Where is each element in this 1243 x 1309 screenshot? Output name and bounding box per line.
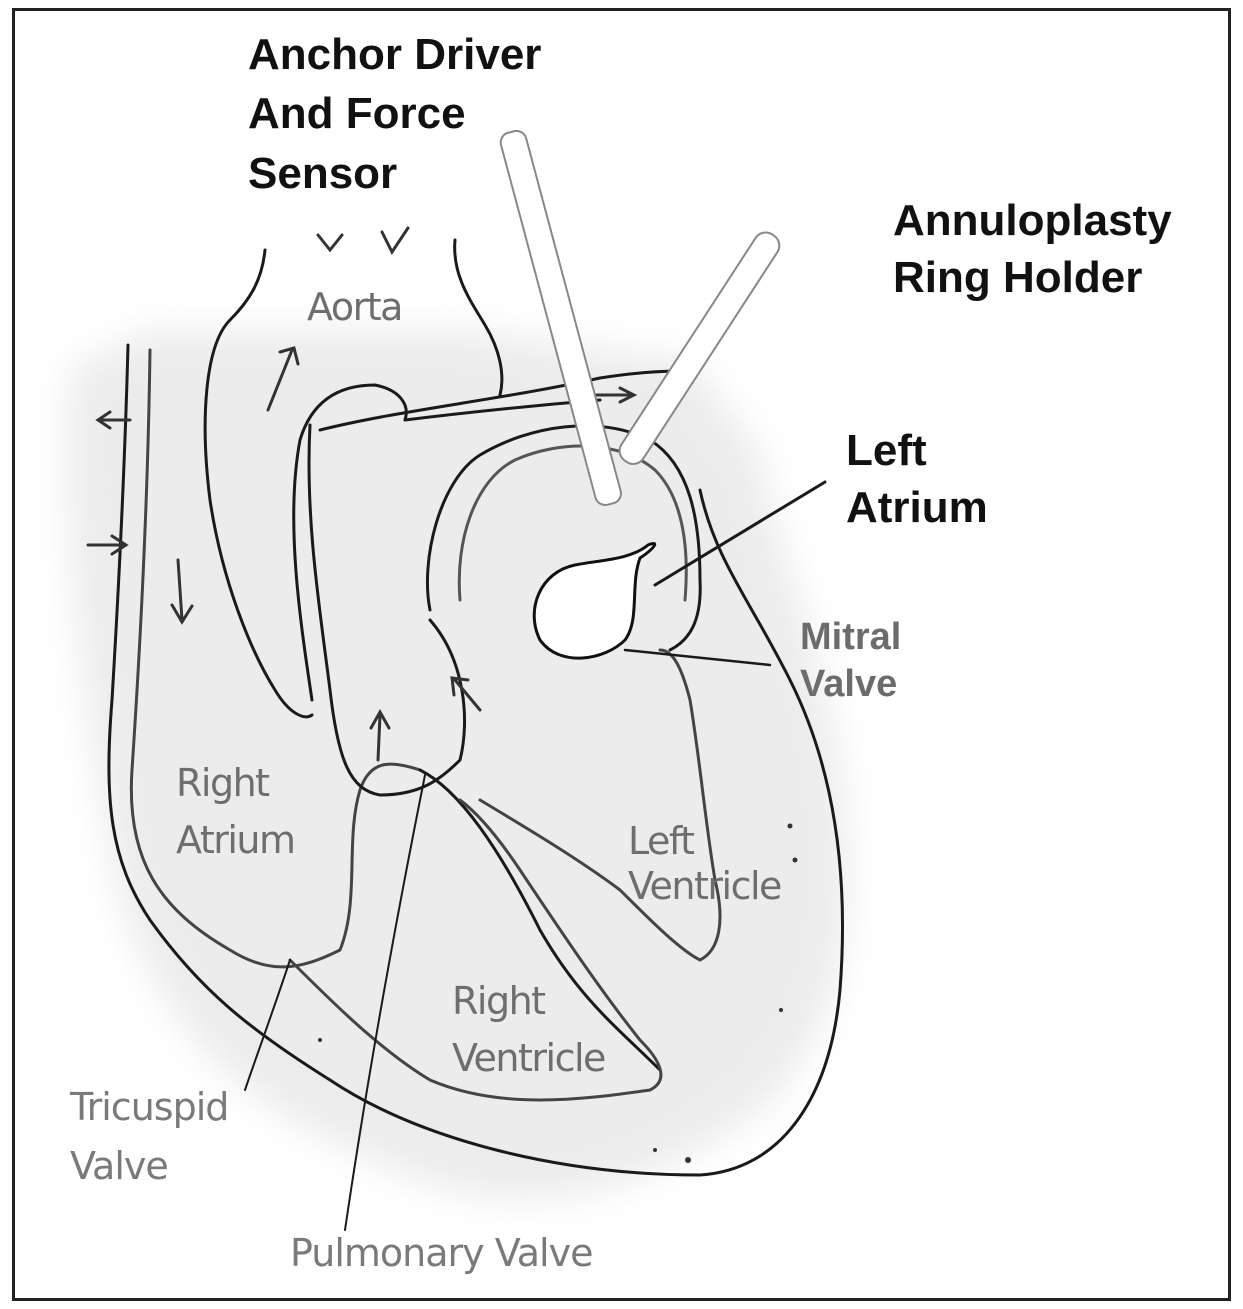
right-ventricle-line-2: Ventricle [452,1037,605,1080]
annuloplasty-label: Annuloplasty Ring Holder [893,196,1172,303]
right-ventricle-line-1: Right [452,980,605,1023]
anchor-driver-line-2: And Force [248,89,541,138]
left-ventricle-line-1: Left [628,820,781,863]
left-ventricle-label: Left Ventricle [628,820,781,907]
right-atrium-label: Right Atrium [176,762,295,861]
right-ventricle-label: Right Ventricle [452,980,605,1079]
anchor-driver-label: Anchor Driver And Force Sensor [248,30,541,198]
left-ventricle-line-2: Ventricle [628,865,781,908]
left-atrium-line-2: Atrium [846,483,988,532]
mitral-valve-label: Mitral Valve [800,616,901,705]
annuloplasty-line-1: Annuloplasty [893,196,1172,245]
tricuspid-valve-label: Tricuspid Valve [70,1086,228,1187]
arrow-aorta-right [382,228,408,252]
tricuspid-line-2: Valve [70,1145,228,1188]
tricuspid-line-1: Tricuspid [70,1086,228,1129]
right-atrium-line-1: Right [176,762,295,805]
mitral-line-1: Mitral [800,616,901,659]
pulmonary-valve-label: Pulmonary Valve [290,1232,592,1275]
right-atrium-line-2: Atrium [176,819,295,862]
left-atrium-label: Left Atrium [846,426,988,533]
mitral-line-2: Valve [800,663,901,706]
anchor-driver-line-1: Anchor Driver [248,30,541,79]
anchor-driver-line-3: Sensor [248,149,541,198]
aorta-label: Aorta [307,286,402,329]
annuloplasty-line-2: Ring Holder [893,253,1172,302]
left-atrium-line-1: Left [846,426,988,475]
arrow-aorta-left [318,235,342,250]
